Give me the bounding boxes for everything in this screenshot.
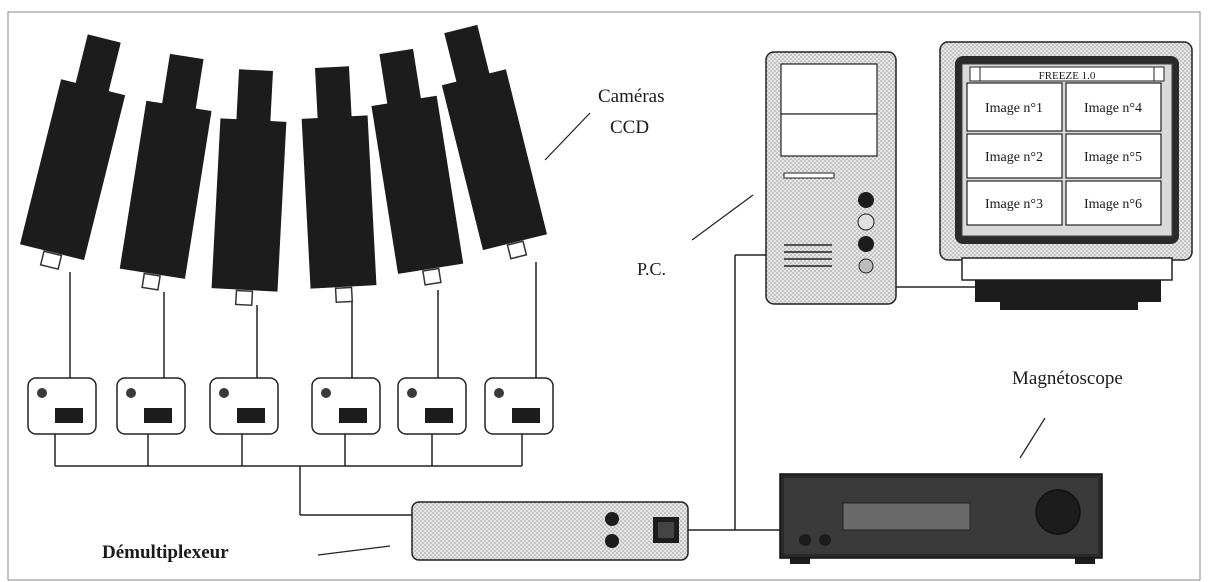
pc-label: P.C. — [637, 259, 666, 279]
pc-tower — [766, 52, 896, 304]
screen-title: FREEZE 1.0 — [1039, 70, 1096, 82]
demux-label: Démultiplexeur — [102, 542, 229, 563]
control-unit-1 — [28, 378, 96, 434]
demultiplexer — [412, 502, 688, 560]
video-recorder — [780, 474, 1102, 564]
cameras-label-line2: CCD — [610, 117, 649, 138]
image-tile-label: Image n°3 — [985, 197, 1043, 212]
image-tile-label: Image n°2 — [985, 150, 1043, 165]
recorder-label: Magnétoscope — [1012, 368, 1123, 389]
image-tile-label: Image n°6 — [1084, 197, 1142, 212]
control-unit-6 — [485, 378, 553, 434]
control-unit-4 — [312, 378, 380, 434]
control-unit-3 — [210, 378, 278, 434]
image-tile-label: Image n°1 — [985, 101, 1043, 116]
control-unit-5 — [398, 378, 466, 434]
control-unit-2 — [117, 378, 185, 434]
cameras-label-line1: Caméras — [598, 86, 664, 107]
image-tile-label: Image n°4 — [1084, 101, 1142, 116]
image-tile-label: Image n°5 — [1084, 150, 1142, 165]
